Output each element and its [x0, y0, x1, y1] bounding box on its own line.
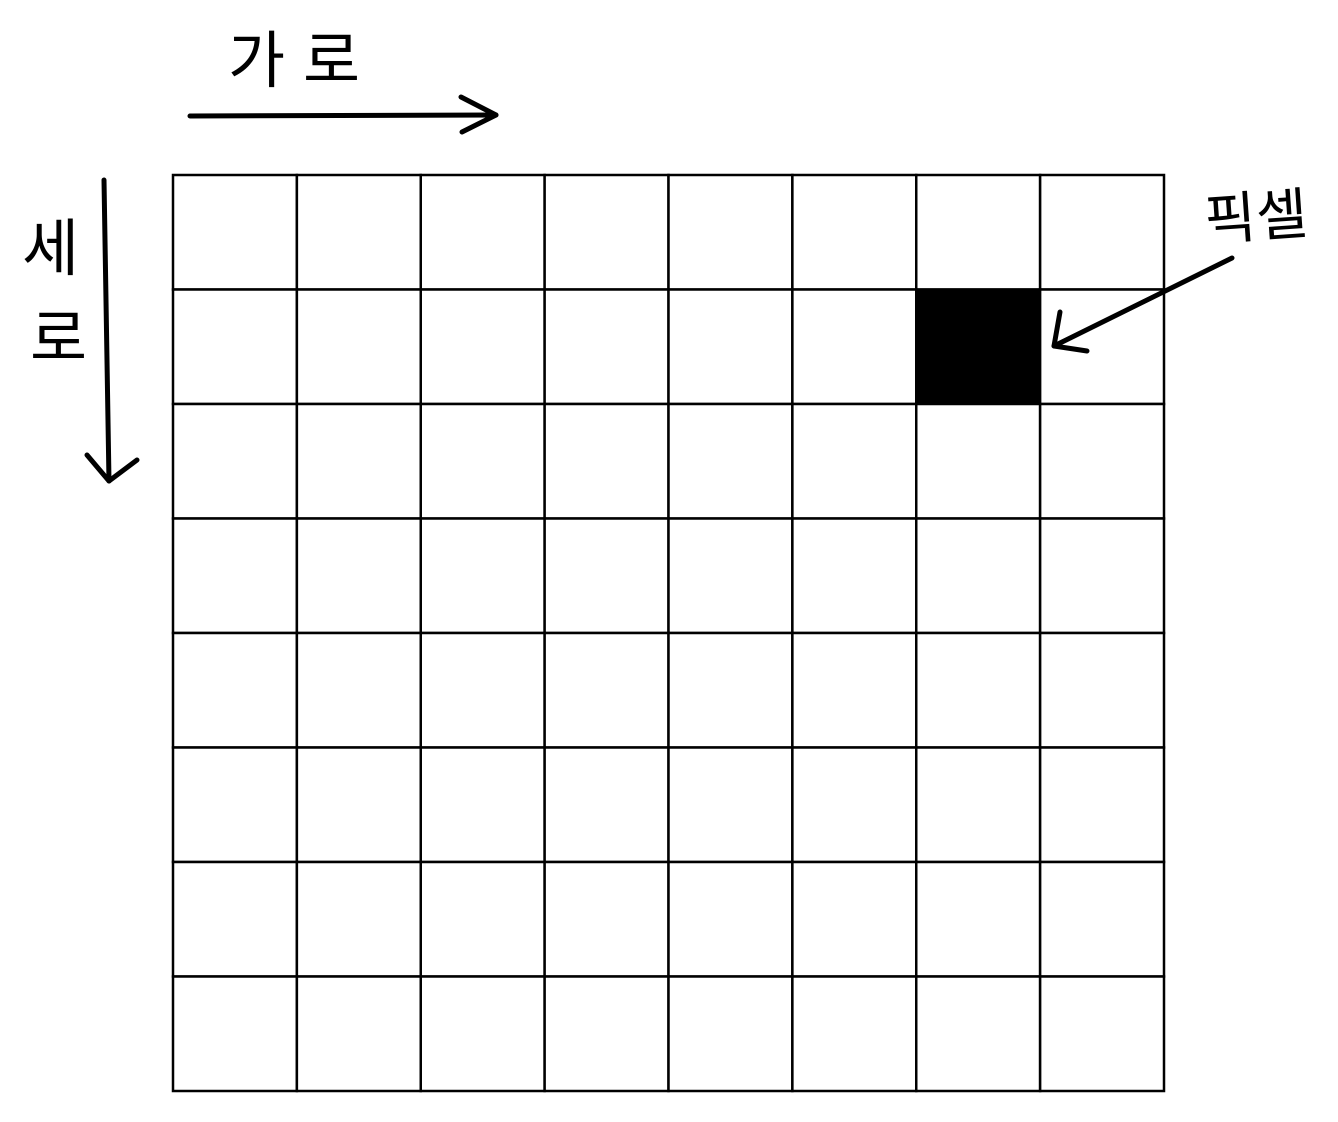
grid-cell — [543, 402, 670, 520]
horizontal-arrow — [187, 94, 499, 135]
grid-cell — [295, 746, 422, 864]
grid-cell — [791, 860, 918, 978]
grid-cell — [543, 631, 670, 749]
grid-cell — [543, 173, 670, 291]
grid-cell — [915, 402, 1042, 520]
pixel-label: 픽셀 — [1202, 182, 1309, 254]
pixel-grid — [171, 173, 1166, 1093]
grid-cell — [295, 402, 422, 520]
grid-cell — [171, 631, 299, 749]
grid-cell — [171, 517, 299, 635]
grid-cell — [791, 288, 918, 406]
grid-cell — [667, 173, 794, 291]
grid-cell — [543, 288, 670, 406]
grid-cell — [419, 288, 546, 406]
grid-cell — [171, 975, 299, 1093]
grid-cell — [667, 975, 794, 1093]
vertical-label-bottom: 로 — [30, 302, 87, 375]
grid-cell — [667, 517, 794, 635]
pixel-pointer-arrow — [1051, 255, 1235, 354]
grid-cell — [543, 746, 670, 864]
grid-cell — [915, 860, 1042, 978]
grid-cell — [1038, 173, 1166, 291]
grid-cell — [171, 746, 299, 864]
grid-cell — [171, 288, 299, 406]
grid-cell — [1038, 860, 1166, 978]
grid-cell — [419, 517, 546, 635]
grid-cell — [915, 517, 1042, 635]
grid-cell — [171, 402, 299, 520]
grid-cell — [667, 860, 794, 978]
grid-cell — [915, 746, 1042, 864]
vertical-label-top: 세 — [22, 212, 79, 285]
grid-cell — [791, 746, 918, 864]
grid-cell — [791, 402, 918, 520]
grid-cell — [915, 631, 1042, 749]
grid-cell — [667, 631, 794, 749]
grid-cell — [1038, 517, 1166, 635]
grid-cell — [667, 746, 794, 864]
grid-cell — [419, 975, 546, 1093]
highlighted-pixel-cell — [915, 288, 1042, 406]
grid-cell — [667, 288, 794, 406]
grid-cell — [295, 975, 422, 1093]
grid-cell — [419, 860, 546, 978]
grid-cell — [915, 173, 1042, 291]
grid-cell — [419, 173, 546, 291]
horizontal-label: 가로 — [228, 24, 378, 97]
grid-cell — [419, 631, 546, 749]
grid-cell — [1038, 402, 1166, 520]
grid-cell — [295, 288, 422, 406]
vertical-arrow — [84, 177, 140, 484]
grid-cell — [543, 860, 670, 978]
grid-cell — [295, 517, 422, 635]
grid-cell — [791, 631, 918, 749]
grid-cell — [419, 746, 546, 864]
grid-cell — [295, 860, 422, 978]
grid-cell — [1038, 975, 1166, 1093]
grid-cell — [543, 975, 670, 1093]
grid-cell — [791, 975, 918, 1093]
grid-cell — [1038, 746, 1166, 864]
grid-cell — [667, 402, 794, 520]
grid-cell — [171, 173, 299, 291]
grid-cell — [791, 173, 918, 291]
grid-cell — [419, 402, 546, 520]
grid-cell — [295, 173, 422, 291]
grid-cell — [915, 975, 1042, 1093]
grid-cell — [791, 517, 918, 635]
grid-cell — [543, 517, 670, 635]
grid-cell — [171, 860, 299, 978]
grid-cell — [295, 631, 422, 749]
grid-cell — [1038, 631, 1166, 749]
